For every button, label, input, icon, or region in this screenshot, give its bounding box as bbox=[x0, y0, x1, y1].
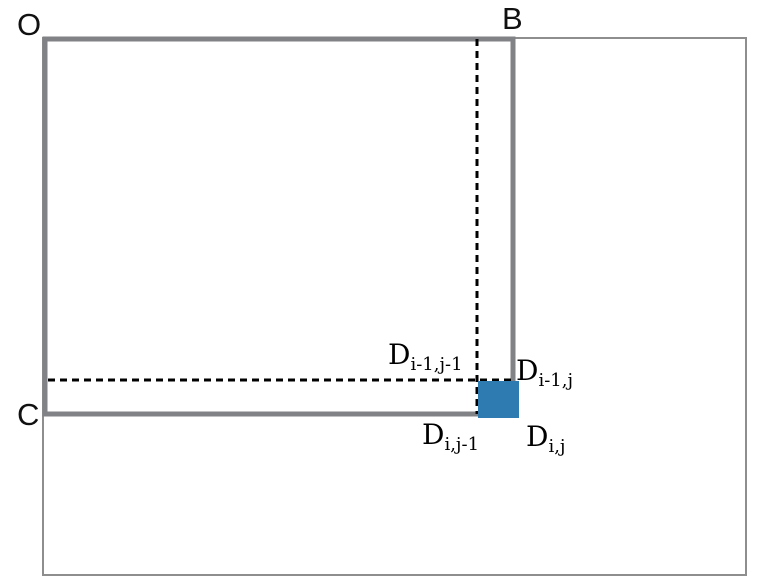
outer-matrix-rect bbox=[42, 37, 747, 576]
label-d-i-j: Di,j bbox=[526, 420, 566, 457]
corner-label-b: B bbox=[502, 1, 523, 36]
corner-label-o: O bbox=[17, 7, 41, 42]
label-d-i-j-minus1: Di,j-1 bbox=[422, 418, 479, 455]
corner-label-c: C bbox=[17, 397, 39, 432]
label-d-i-minus1-j-minus1: Di-1,j-1 bbox=[388, 338, 463, 375]
inner-region-rect bbox=[42, 36, 516, 417]
label-subscript: i-1,j bbox=[538, 370, 573, 391]
current-cell bbox=[478, 381, 519, 418]
label-subscript: i-1,j-1 bbox=[410, 354, 462, 375]
label-d-i-minus1-j: Di-1,j bbox=[516, 354, 573, 391]
label-d-prefix: D bbox=[388, 338, 410, 371]
label-d-prefix: D bbox=[526, 420, 548, 453]
label-subscript: i,j bbox=[548, 436, 565, 457]
label-d-prefix: D bbox=[422, 418, 444, 451]
label-subscript: i,j-1 bbox=[444, 434, 479, 455]
label-d-prefix: D bbox=[516, 354, 538, 387]
